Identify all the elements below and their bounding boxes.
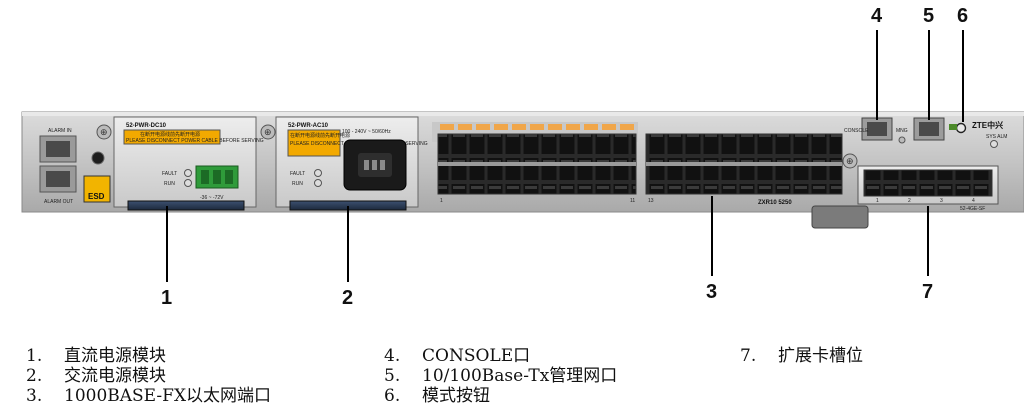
port-status-tag <box>548 124 562 130</box>
ac-fault-label: FAULT <box>290 171 305 177</box>
model-label: ZXR10 5250 <box>758 200 792 206</box>
port-status-tag <box>602 124 616 130</box>
port-label-13: 13 <box>648 198 654 204</box>
ac-fault-led <box>314 169 322 177</box>
esd-label: ESD <box>88 192 105 201</box>
alarm-panel: ALARM IN ALARM OUT ESD <box>39 128 111 205</box>
dc-power-module: ⊕ 52-PWR-DC10 在断开电源线前先断开电源 PLEASE DISCON… <box>96 116 264 211</box>
port-status-tag <box>512 124 526 130</box>
ac-power-module: ⊕ 52-PWR-AC10 在断开电源线前先断开电源 PLEASE DISCON… <box>260 116 428 211</box>
callout-leader-lines <box>166 30 964 282</box>
port-status-tag <box>494 124 508 130</box>
legend-column-1: 1.直流电源模块 2.交流电源模块 3.1000BASE-FX以太网端口 <box>26 346 271 406</box>
port-status-tag <box>584 124 598 130</box>
svg-text:⊕: ⊕ <box>100 127 108 137</box>
port-status-labels <box>440 124 634 130</box>
alarm-in-label: ALARM IN <box>48 128 72 134</box>
brand-logo: ZTE中兴 <box>972 120 1003 130</box>
console-label: CONSOLE <box>844 128 869 134</box>
dc-module-name: 52-PWR-DC10 <box>126 123 167 129</box>
ac-module-name: 52-PWR-AC10 <box>288 123 329 129</box>
expansion-port-label: 3 <box>940 198 943 204</box>
callout-1: 1 <box>161 287 172 309</box>
legend-column-3: 7.扩展卡槽位 <box>740 346 863 366</box>
port-status-tag <box>458 124 472 130</box>
port-status-tag <box>530 124 544 130</box>
expansion-slot-tab[interactable] <box>811 205 869 229</box>
device-front-panel-diagram: ALARM IN ALARM OUT ESD ⊕ 52-PWR-DC10 在断开… <box>21 5 1024 309</box>
dc-voltage: -36 ~ -72V <box>200 195 224 201</box>
expansion-port-label: 4 <box>972 198 975 204</box>
legend-item-4: 4.CONSOLE口 <box>384 346 531 366</box>
port-label-11: 11 <box>630 198 635 204</box>
port-status-tag <box>566 124 580 130</box>
expansion-port-label: 1 <box>876 198 879 204</box>
legend-column-2: 4.CONSOLE口 5.10/100Base-Tx管理网口 6.模式按钮 <box>384 346 617 406</box>
ac-voltage: 100 - 240V ~ 50/60Hz <box>342 129 391 135</box>
callout-2: 2 <box>342 287 353 309</box>
expansion-sfp-ports[interactable] <box>863 169 993 197</box>
port-label-first: 1 <box>440 198 443 204</box>
sfp-port-block: 1 11 13 ZXR10 5250 <box>432 122 843 206</box>
legend-item-2: 2.交流电源模块 <box>26 366 166 386</box>
dc-fault-label: FAULT <box>162 171 177 177</box>
alarm-out-label: ALARM OUT <box>44 199 73 205</box>
ac-run-label: RUN <box>292 181 303 187</box>
expansion-slot: ⊕ 1 2 3 4 52-4GE-SF <box>811 153 999 229</box>
dc-handle[interactable] <box>127 200 245 211</box>
port-status-tag <box>440 124 454 130</box>
esd-label-plate <box>83 175 111 203</box>
dc-warning-cn: 在断开电源线前先断开电源 <box>140 131 200 138</box>
legend-item-1: 1.直流电源模块 <box>26 346 166 366</box>
port-status-tag <box>620 124 634 130</box>
svg-text:⊕: ⊕ <box>846 156 854 166</box>
callout-4: 4 <box>871 5 883 27</box>
port-status-tag <box>476 124 490 130</box>
legend-item-3: 3.1000BASE-FX以太网端口 <box>26 386 272 406</box>
dc-warning-en: PLEASE DISCONNECT POWER CABLE BEFORE SER… <box>126 138 264 144</box>
expansion-port-label: 2 <box>908 198 911 204</box>
callout-6: 6 <box>957 5 968 27</box>
dc-run-led <box>184 179 192 187</box>
ac-run-led <box>314 179 322 187</box>
mode-button[interactable] <box>955 122 967 134</box>
expansion-module-name: 52-4GE-SF <box>960 206 985 212</box>
callout-5: 5 <box>923 5 934 27</box>
callout-7: 7 <box>922 281 933 303</box>
ac-warning-cn: 在断开电源线前先断开电源 <box>290 132 350 139</box>
callout-3: 3 <box>706 281 717 303</box>
svg-text:⊕: ⊕ <box>264 127 272 137</box>
dc-fault-led <box>184 169 192 177</box>
legend-item-5: 5.10/100Base-Tx管理网口 <box>384 366 618 386</box>
sys-alm-label: SYS ALM <box>986 134 1007 140</box>
dc-run-label: RUN <box>164 181 175 187</box>
legend-item-7: 7.扩展卡槽位 <box>740 346 863 366</box>
legend-item-6: 6.模式按钮 <box>384 386 490 406</box>
mng-label: MNG <box>896 128 908 134</box>
